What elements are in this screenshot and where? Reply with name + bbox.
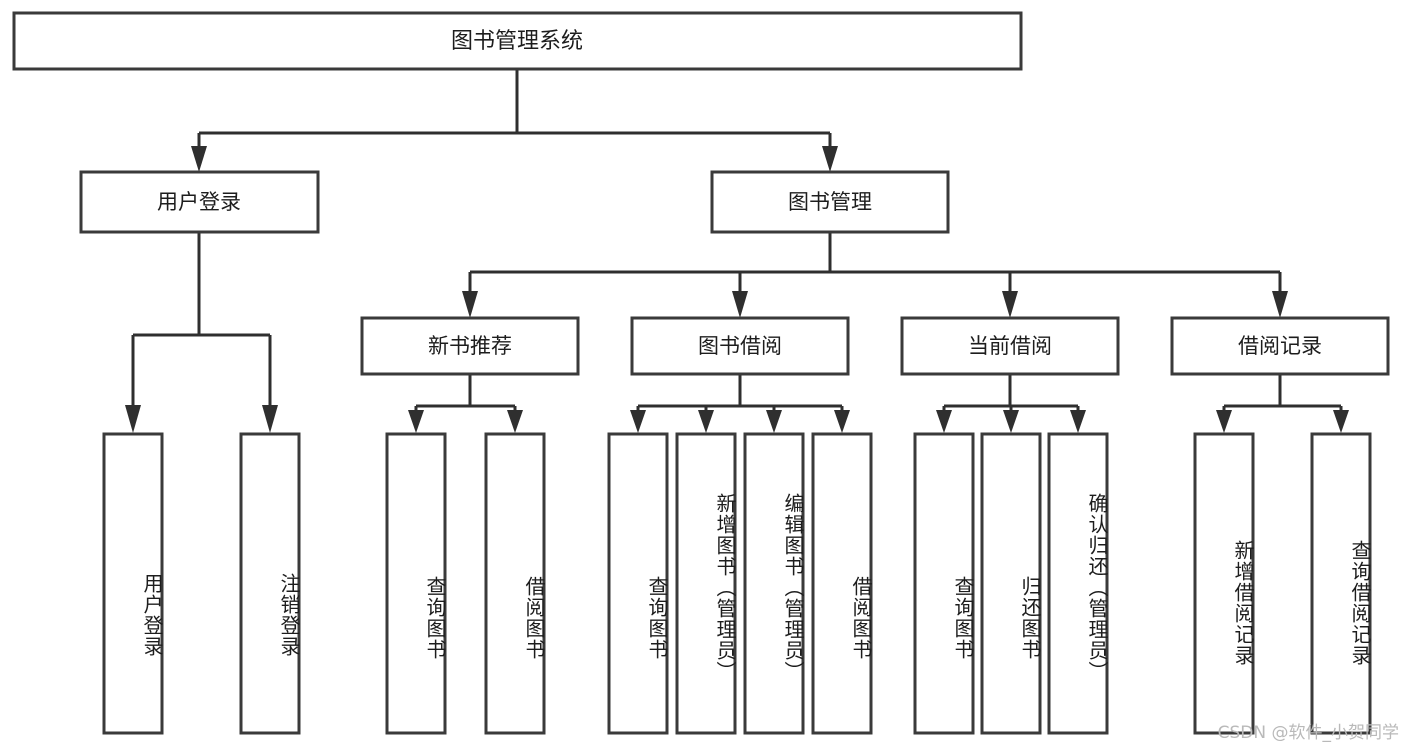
arrowhead-book-borrow [732, 291, 748, 318]
node-leaf-query-book-3-label: 查询图书 [951, 575, 975, 660]
arrowhead-new-book-rec [462, 291, 478, 318]
node-leaf-confirm-return[interactable] [1047, 432, 1109, 735]
arrowhead-leaf-add-book [698, 410, 714, 433]
node-current-borrow[interactable] [900, 316, 1120, 376]
node-leaf-add-record-label: 新增借阅记录 [1231, 539, 1255, 666]
arrowhead-leaf-query-book-2 [630, 410, 646, 433]
arrowhead-leaf-borrow-book-2 [834, 410, 850, 433]
node-root[interactable] [12, 11, 1023, 71]
node-leaf-edit-book-label: 编辑图书（管理员） [781, 492, 805, 682]
arrowhead-leaf-user-login [125, 405, 141, 433]
node-leaf-borrow-book-1[interactable] [484, 432, 546, 735]
node-leaf-user-login-label: 用户登录 [140, 573, 164, 657]
node-book-borrow[interactable] [630, 316, 850, 376]
arrowhead-leaf-query-record [1333, 410, 1349, 433]
arrowhead-leaf-add-record [1216, 410, 1232, 433]
node-leaf-query-record-label: 查询借阅记录 [1348, 539, 1372, 666]
node-leaf-return-book[interactable] [980, 432, 1042, 735]
node-leaf-logout[interactable] [239, 432, 301, 735]
arrowhead-leaf-edit-book [766, 410, 782, 433]
node-leaf-add-book[interactable] [675, 432, 737, 735]
arrowhead-leaf-return-book [1003, 410, 1019, 433]
arrowhead-book-mgmt [822, 146, 838, 172]
edge-group [125, 70, 1349, 433]
node-leaf-borrow-book-1-label: 借阅图书 [522, 575, 546, 660]
node-leaf-logout-label: 注销登录 [277, 573, 301, 657]
arrowhead-current-borrow [1002, 291, 1018, 318]
node-user-login[interactable] [79, 170, 320, 234]
node-leaf-return-book-label: 归还图书 [1018, 575, 1042, 660]
node-leaf-user-login[interactable] [102, 432, 164, 735]
node-book-mgmt-label: 图书管理 [788, 190, 872, 214]
node-group: 图书管理系统 用户登录 图书管理 新书推荐 图书借阅 当前借阅 借阅记录 [12, 11, 1390, 735]
node-leaf-query-book-3[interactable] [913, 432, 975, 735]
node-new-book-rec-label: 新书推荐 [428, 334, 512, 358]
node-borrow-record[interactable] [1170, 316, 1390, 376]
csdn-watermark: CSDN @软件_小贺同学 [1217, 723, 1399, 743]
node-leaf-edit-book[interactable] [743, 432, 805, 735]
node-user-login-label: 用户登录 [157, 190, 241, 214]
node-leaf-query-record[interactable] [1310, 432, 1372, 735]
node-book-mgmt[interactable] [710, 170, 950, 234]
arrowhead-borrow-record [1272, 291, 1288, 318]
node-leaf-add-record[interactable] [1193, 432, 1255, 735]
node-new-book-rec[interactable] [360, 316, 580, 376]
arrowhead-leaf-confirm-return [1070, 410, 1086, 433]
node-leaf-confirm-return-label: 确认归还（管理员） [1085, 492, 1109, 682]
node-leaf-query-book-1-label: 查询图书 [423, 575, 447, 660]
node-leaf-borrow-book-2-label: 借阅图书 [849, 575, 873, 660]
node-leaf-query-book-2[interactable] [607, 432, 669, 735]
arrowhead-leaf-query-book-3 [936, 410, 952, 433]
arrowhead-leaf-query-book-1 [408, 410, 424, 433]
node-leaf-query-book-2-label: 查询图书 [645, 575, 669, 660]
node-current-borrow-label: 当前借阅 [968, 334, 1052, 358]
arrowhead-user-login [191, 146, 207, 172]
node-book-borrow-label: 图书借阅 [698, 334, 782, 358]
node-leaf-add-book-label: 新增图书（管理员） [713, 492, 737, 682]
node-borrow-record-label: 借阅记录 [1238, 334, 1322, 358]
arrowhead-leaf-logout [262, 405, 278, 433]
node-root-label: 图书管理系统 [451, 29, 583, 54]
arrowhead-leaf-borrow-book-1 [507, 410, 523, 433]
node-leaf-borrow-book-2[interactable] [811, 432, 873, 735]
node-leaf-query-book-1[interactable] [385, 432, 447, 735]
